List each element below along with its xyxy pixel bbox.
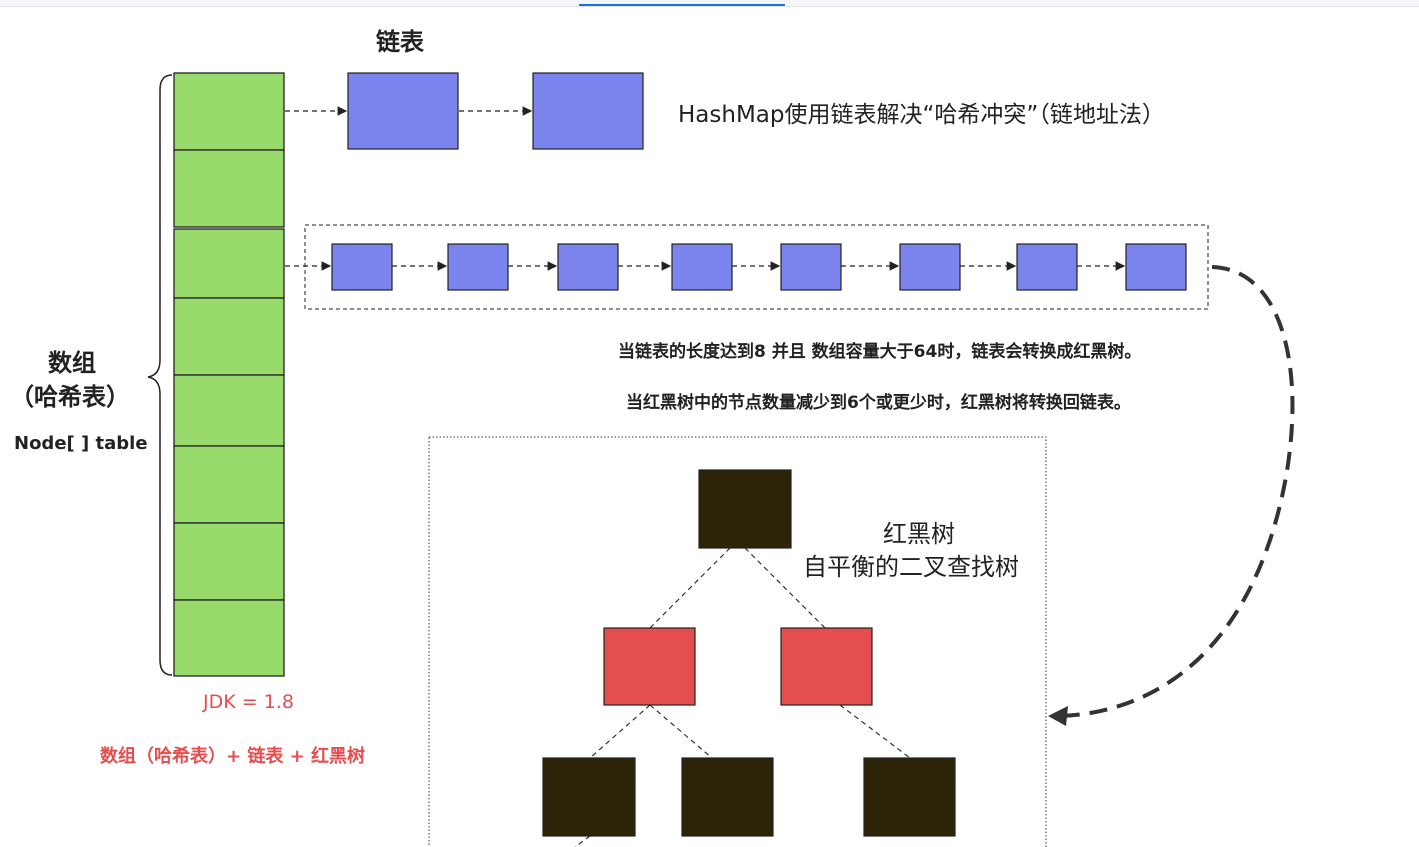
list-node xyxy=(780,243,842,291)
list-node xyxy=(1125,243,1187,291)
array-label: 数组 xyxy=(48,349,96,377)
hashmap-note: HashMap使用链表解决“哈希冲突”（链地址法） xyxy=(678,102,1165,128)
array-cells xyxy=(173,72,285,677)
rbtree-nodes xyxy=(542,469,956,837)
linked-list-label: 链表 xyxy=(376,28,424,56)
list-node xyxy=(899,243,961,291)
treeify-arrow xyxy=(1061,265,1295,718)
linked-list-long-frame xyxy=(304,224,1209,310)
tab-bar xyxy=(0,0,1419,7)
rbtree-label: 红黑树 xyxy=(883,520,955,548)
linked-list-short xyxy=(347,72,644,150)
list-node xyxy=(331,243,393,291)
node-table-label: Node[ ] table xyxy=(14,433,148,454)
list-node xyxy=(1016,243,1078,291)
list-node xyxy=(557,243,619,291)
list-node xyxy=(671,243,733,291)
active-tab-indicator[interactable] xyxy=(579,4,785,6)
rbtree-desc: 自平衡的二叉查找树 xyxy=(803,553,1019,581)
structure-label: 数组（哈希表）+ 链表 + 红黑树 xyxy=(100,746,365,767)
untreeify-rule: 当红黑树中的节点数量减少到6个或更少时，红黑树将转换回链表。 xyxy=(626,393,1131,413)
treeify-rule: 当链表的长度达到8 并且 数组容量大于64时，链表会转换成红黑树。 xyxy=(618,342,1142,362)
hash-table-label: （哈希表） xyxy=(10,383,130,411)
rbtree-frame xyxy=(428,436,1047,847)
jdk-version: JDK = 1.8 xyxy=(203,691,294,713)
list-node xyxy=(447,243,509,291)
brace xyxy=(147,74,173,676)
